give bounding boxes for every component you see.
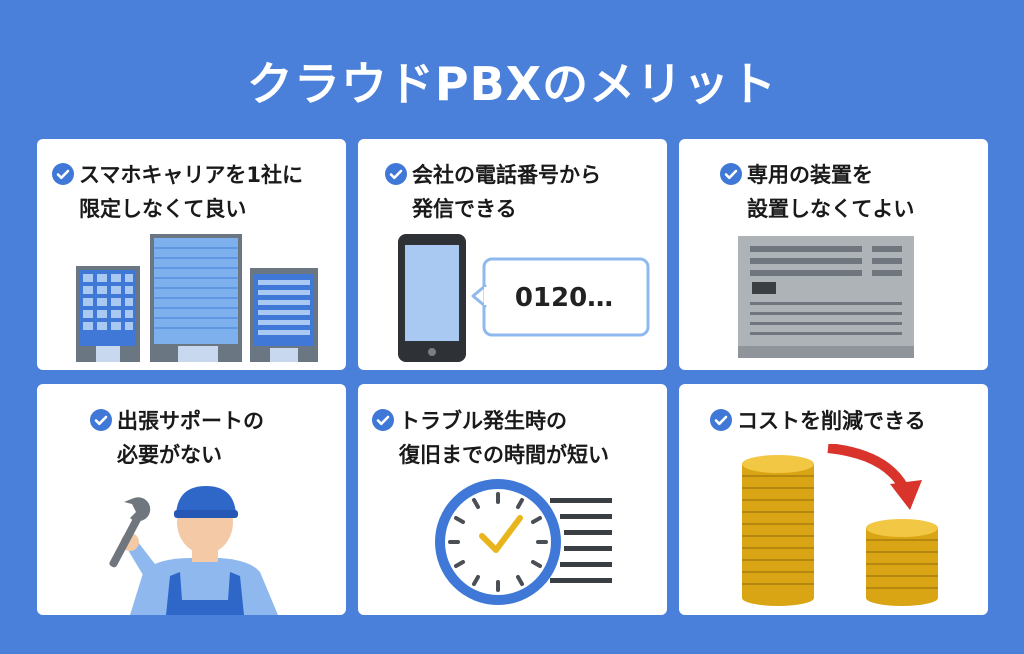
card-support-label: 出張サポートの 必要がない: [90, 404, 264, 472]
card-carrier-label: スマホキャリアを1社に 限定しなくて良い: [52, 158, 303, 226]
card-recovery-label: トラブル発生時の 復旧までの時間が短い: [372, 404, 609, 472]
clock-icon: [435, 479, 612, 605]
office-buildings-icon: [76, 234, 318, 362]
card-phone-number-label: 会社の電話番号から 発信できる: [385, 158, 601, 226]
phone-number-text: 0120…: [514, 283, 614, 313]
check-icon: [90, 409, 112, 431]
technician-icon: [109, 486, 278, 615]
card-cost-label: コストを削減できる: [710, 404, 926, 438]
page-title: クラウドPBXのメリット: [246, 57, 778, 111]
check-icon: [710, 409, 732, 431]
check-icon: [372, 409, 394, 431]
card-device-label: 専用の装置を 設置しなくてよい: [720, 158, 914, 226]
check-icon: [720, 163, 742, 185]
check-icon: [52, 163, 74, 185]
speech-bubble-icon: [471, 257, 650, 337]
pbx-device-icon: [738, 236, 914, 358]
check-icon: [385, 163, 407, 185]
coins-decrease-icon: [742, 444, 938, 606]
smartphone-icon: [398, 234, 466, 362]
